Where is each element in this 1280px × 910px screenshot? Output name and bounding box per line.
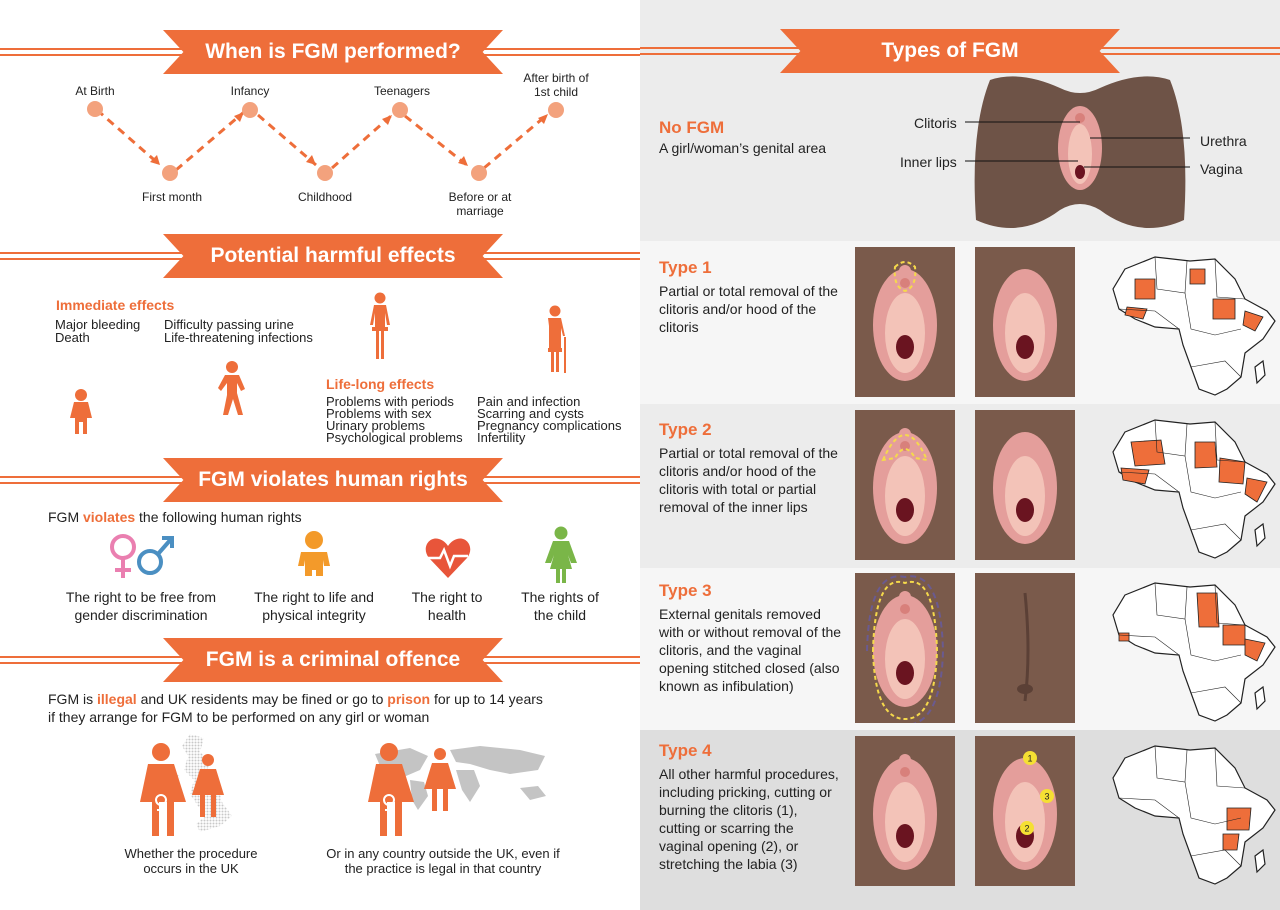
timeline-dot [548,102,564,118]
stage-label: First month [141,190,202,204]
world-caption: Or in any country outside the UK, even i… [326,846,560,876]
rights-title: FGM violates human rights [163,458,503,502]
label-inner-lips: Inner lips [900,154,957,170]
effects-ribbon: Potential harmful effects [0,234,640,278]
type-1-after-illustration [975,247,1075,397]
no-fgm-title: No FGM [659,118,725,137]
type-4-after-illustration: 1 2 3 [975,736,1075,886]
rights-ribbon: FGM violates human rights [0,458,640,502]
effects-title: Potential harmful effects [163,234,503,278]
lifelong-title: Life-long effects [326,376,435,392]
right-label-3: The right to health [411,589,483,623]
uk-caption: Whether the procedure occurs in the UK [124,846,258,876]
right-label-2: The right to life and physical integrity [254,589,374,623]
right-panel: Types of FGM No FGM A girl/woman’s genit… [640,0,1280,910]
svg-text:2: 2 [1024,824,1029,834]
no-fgm-desc: A girl/woman’s genital area [659,140,827,156]
timeline-dot [471,165,487,181]
stage-label: After birth of 1st child [523,71,589,99]
type-3-before-illustration [855,573,955,723]
type-1-text: Type 1 Partial or total removal of the c… [659,258,838,335]
types-ribbon: Types of FGM [640,29,1280,73]
timeline-dot [162,165,178,181]
stage-label: Childhood [297,190,353,204]
type-2-text: Type 2 Partial or total removal of the c… [659,420,838,515]
timing-ribbon: When is FGM performed? [0,30,640,74]
anatomy-leader-lines [965,121,1190,168]
timing-title: When is FGM performed? [163,30,503,74]
rights-intro: FGM violates the following human rights [48,509,302,525]
type-2-africa-map [1112,419,1276,559]
label-urethra: Urethra [1200,133,1247,149]
type-3-africa-map [1112,582,1276,722]
timeline-dot [392,102,408,118]
heart-pulse-icon [425,538,471,578]
stage-label: Teenagers [373,84,431,98]
girl-icon [545,526,577,583]
type-4-before-illustration [855,736,955,886]
type-1-before-illustration [855,247,955,397]
svg-text:3: 3 [1044,792,1049,802]
baby-icon [298,531,330,576]
criminal-title: FGM is a criminal offence [163,638,503,682]
type-4-text: Type 4 All other harmful procedures, inc… [659,741,839,872]
marker-2 [1020,821,1034,835]
immediate-list-1: Major bleeding Death [55,317,141,345]
elderly-woman-icon [548,305,566,373]
type-1-africa-map [1112,256,1276,396]
right-label-4: The rights of the child [521,589,599,623]
left-panel: When is FGM performed? [0,30,640,876]
types-title: Types of FGM [780,29,1120,73]
lifelong-list-2: Pain and infection Scarring and cysts Pr… [477,394,622,445]
stage-label: Before or at marriage [448,190,512,218]
child-running-icon [218,361,245,415]
woman-and-girl-icon [368,743,456,836]
timeline-dot [87,101,103,117]
label-vagina: Vagina [1200,161,1243,177]
immediate-list-2: Difficulty passing urine Life-threatenin… [164,317,313,345]
criminal-ribbon: FGM is a criminal offence [0,638,640,682]
label-clitoris: Clitoris [914,115,957,131]
gender-symbols-icon [110,534,174,578]
stage-label: At Birth [75,84,115,98]
anatomy-illustration [974,76,1186,228]
timeline-dot [317,165,333,181]
lifelong-list-1: Problems with periods Problems with sex … [326,394,463,445]
type-3-text: Type 3 External genitals removed with or… [659,581,842,694]
criminal-text: FGM is illegal and UK residents may be f… [48,691,543,725]
marker-3 [1040,789,1054,803]
woman-and-girl-icon [140,743,224,836]
type-3-after-illustration [975,573,1075,723]
stage-label: Infancy [230,84,270,98]
immediate-title: Immediate effects [56,297,175,313]
marker-1 [1023,751,1037,765]
timeline-diagram [87,101,564,181]
timeline-dot [242,102,258,118]
type-2-before-illustration [855,410,955,560]
woman-icon [370,292,390,359]
type-4-africa-map [1112,745,1276,885]
type-2-after-illustration [975,410,1075,560]
svg-text:1: 1 [1027,754,1032,764]
toddler-icon [70,389,92,434]
right-label-1: The right to be free from gender discrim… [65,589,217,623]
